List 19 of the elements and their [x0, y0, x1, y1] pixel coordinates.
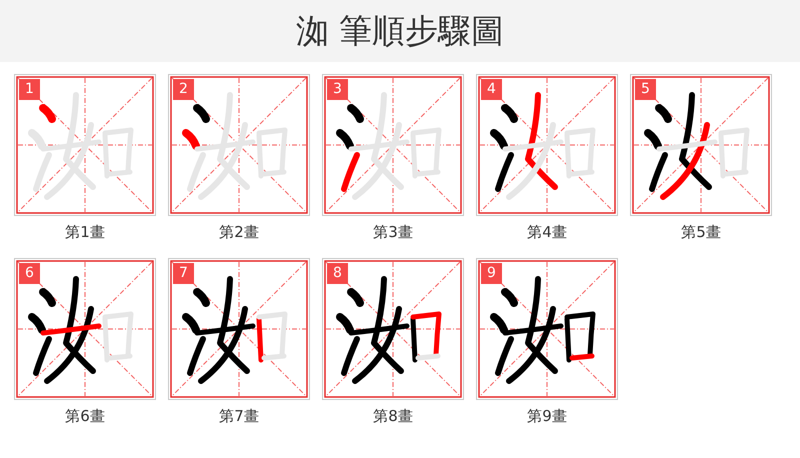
step-number: 5	[635, 79, 656, 100]
step-number: 7	[173, 263, 194, 284]
step-caption: 第9畫	[527, 407, 567, 425]
step-caption: 第8畫	[373, 407, 413, 425]
step-number: 1	[19, 79, 40, 100]
step-caption: 第6畫	[65, 407, 105, 425]
step-caption: 第5畫	[681, 223, 721, 241]
step-caption: 第7畫	[219, 407, 259, 425]
step-caption: 第1畫	[65, 223, 105, 241]
step-caption: 第2畫	[219, 223, 259, 241]
step-number: 9	[481, 263, 502, 284]
step-number: 2	[173, 79, 194, 100]
step-caption: 第3畫	[373, 223, 413, 241]
step-caption: 第4畫	[527, 223, 567, 241]
step-number: 8	[327, 263, 348, 284]
step-number: 6	[19, 263, 40, 284]
page-title: 洳 筆順步驟圖	[296, 10, 504, 52]
step-number: 4	[481, 79, 502, 100]
step-number: 3	[327, 79, 348, 100]
